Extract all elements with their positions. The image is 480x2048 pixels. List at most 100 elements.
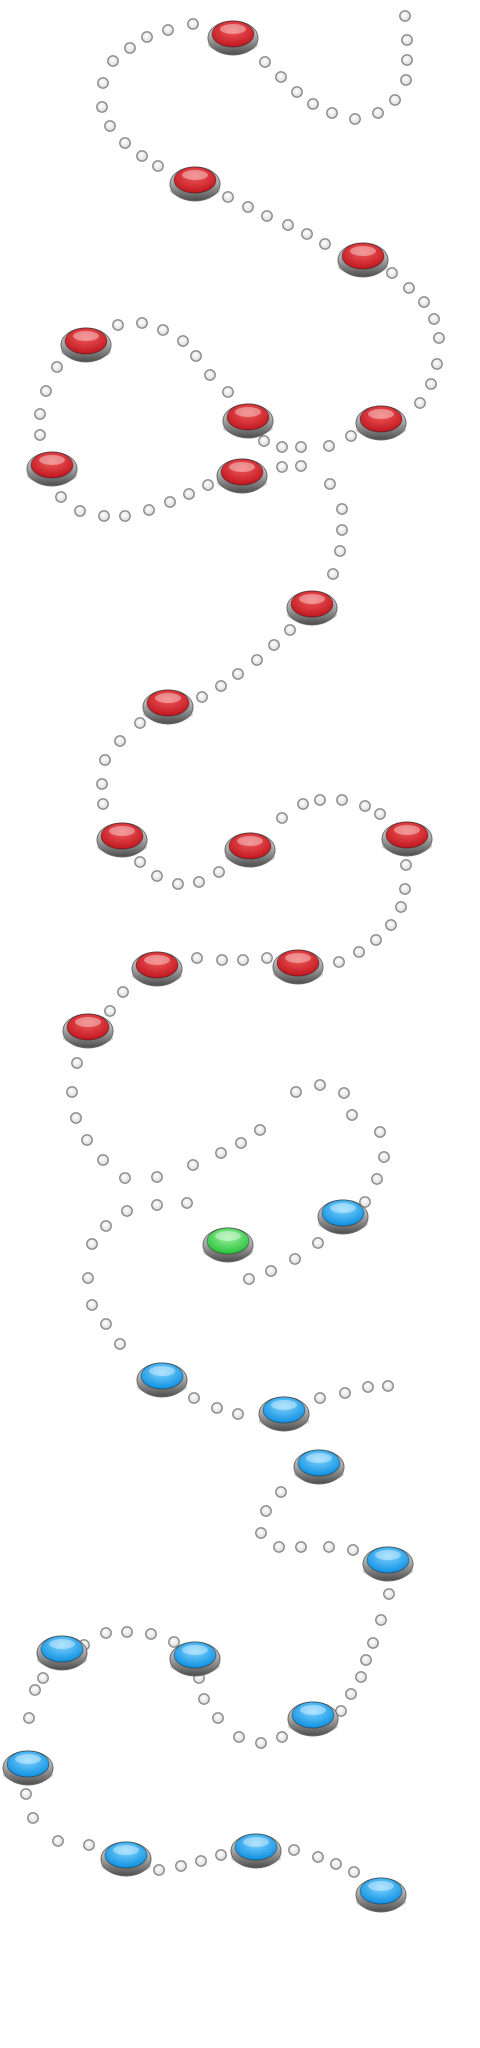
path-dot (288, 1844, 300, 1856)
path-dot (385, 919, 397, 931)
path-dot (97, 77, 109, 89)
path-dot (282, 219, 294, 231)
path-dot (399, 883, 411, 895)
path-dot (235, 1137, 247, 1149)
path-dot (359, 800, 371, 812)
level-node-completed[interactable] (355, 1877, 407, 1913)
level-node-locked[interactable] (355, 405, 407, 441)
level-node-locked[interactable] (60, 327, 112, 363)
node-face (64, 327, 108, 355)
path-dot (374, 1126, 386, 1138)
path-dot (312, 1237, 324, 1249)
path-dot (213, 866, 225, 878)
level-node-completed[interactable] (136, 1362, 188, 1398)
path-dot (237, 954, 249, 966)
level-node-locked[interactable] (62, 1013, 114, 1049)
path-dot (121, 1626, 133, 1638)
level-node-locked[interactable] (216, 458, 268, 494)
level-node-locked[interactable] (272, 949, 324, 985)
level-node-locked[interactable] (222, 403, 274, 439)
node-face (234, 1833, 278, 1861)
node-face (262, 1396, 306, 1424)
node-highlight (350, 246, 376, 256)
path-dot (389, 94, 401, 106)
path-dot (386, 267, 398, 279)
path-dot (232, 1408, 244, 1420)
path-dot (114, 735, 126, 747)
path-dot (255, 1737, 267, 1749)
path-dot (395, 901, 407, 913)
path-dot (301, 228, 313, 240)
path-dot (378, 1151, 390, 1163)
level-node-locked[interactable] (96, 822, 148, 858)
path-dot (326, 107, 338, 119)
level-node-completed[interactable] (36, 1635, 88, 1671)
node-face (6, 1750, 50, 1778)
path-dot (346, 1109, 358, 1121)
level-node-locked[interactable] (286, 590, 338, 626)
level-node-completed[interactable] (258, 1396, 310, 1432)
level-node-current[interactable] (202, 1227, 254, 1263)
level-node-locked[interactable] (131, 951, 183, 987)
level-node-completed[interactable] (317, 1199, 369, 1235)
path-dot (222, 386, 234, 398)
path-dot (202, 479, 214, 491)
node-highlight (368, 1881, 394, 1891)
path-dot (260, 1505, 272, 1517)
level-node-locked[interactable] (142, 689, 194, 725)
level-node-locked[interactable] (337, 242, 389, 278)
path-dot (215, 1147, 227, 1159)
path-dot (399, 10, 411, 22)
node-highlight (330, 1203, 356, 1213)
path-dot (295, 460, 307, 472)
path-dot (107, 55, 119, 67)
path-dot (347, 1544, 359, 1556)
path-dot (251, 654, 263, 666)
level-node-locked[interactable] (26, 451, 78, 487)
path-dot (114, 1338, 126, 1350)
level-node-completed[interactable] (293, 1449, 345, 1485)
level-node-completed[interactable] (169, 1641, 221, 1677)
level-nodes (2, 20, 433, 1913)
path-dot (83, 1839, 95, 1851)
path-dot (323, 440, 335, 452)
path-dot (71, 1057, 83, 1069)
level-node-locked[interactable] (169, 166, 221, 202)
node-highlight (215, 1231, 241, 1241)
level-node-completed[interactable] (2, 1750, 54, 1786)
path-dot (284, 624, 296, 636)
level-node-completed[interactable] (230, 1833, 282, 1869)
path-dot (314, 1079, 326, 1091)
path-dot (335, 1705, 347, 1717)
level-node-completed[interactable] (100, 1841, 152, 1877)
path-dot (215, 680, 227, 692)
path-dot (172, 878, 184, 890)
path-dot (289, 1253, 301, 1265)
path-dot (431, 358, 443, 370)
level-node-locked[interactable] (207, 20, 259, 56)
path-dot (233, 1731, 245, 1743)
level-node-completed[interactable] (362, 1546, 414, 1582)
path-dot (55, 491, 67, 503)
path-dot (414, 397, 426, 409)
path-dot (268, 639, 280, 651)
node-face (211, 20, 255, 48)
path-dot (345, 430, 357, 442)
path-dot (312, 1851, 324, 1863)
path-dot (336, 524, 348, 536)
node-face (220, 458, 264, 486)
path-dot (212, 1712, 224, 1724)
node-face (321, 1199, 365, 1227)
level-node-completed[interactable] (287, 1701, 339, 1737)
node-face (135, 951, 179, 979)
level-node-locked[interactable] (381, 821, 433, 857)
path-dot (333, 956, 345, 968)
path-dot (181, 1197, 193, 1209)
path-dot (370, 934, 382, 946)
path-dot (177, 335, 189, 347)
path-dot (353, 946, 365, 958)
node-highlight (306, 1453, 332, 1463)
path-dot (425, 378, 437, 390)
level-node-locked[interactable] (224, 832, 276, 868)
